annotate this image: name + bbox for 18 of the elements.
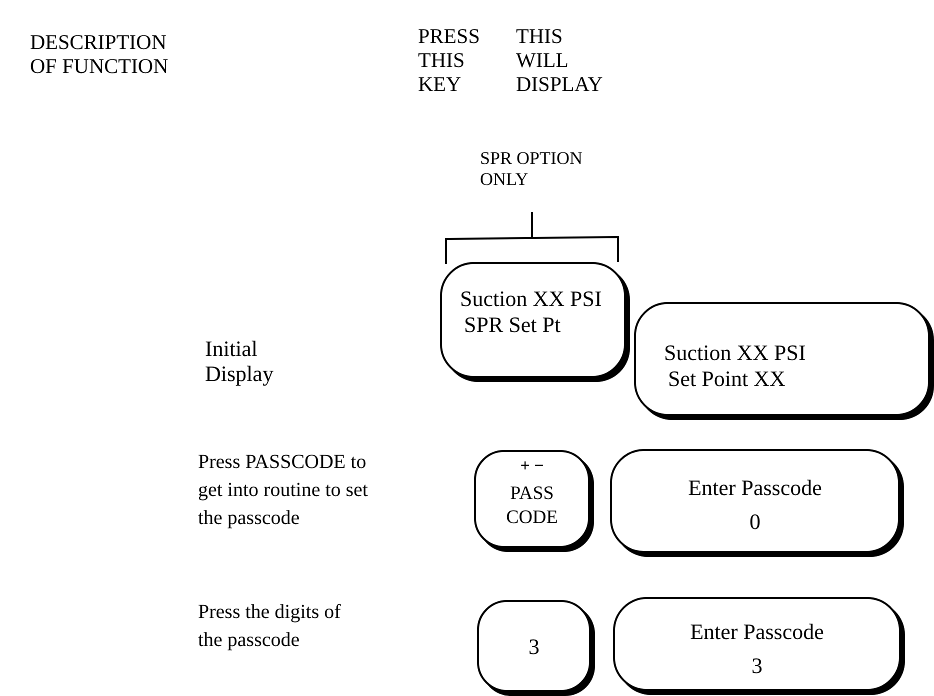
display-text: Enter Passcode — [689, 619, 825, 645]
key-label: + − — [519, 458, 545, 474]
column-heading: DESCRIPTION OF FUNCTION — [30, 30, 170, 78]
display-text: 3 — [750, 653, 764, 679]
display-text: Suction XX PSI — [460, 286, 603, 312]
display-text: Enter Passcode — [687, 475, 823, 501]
display-text: 0 — [748, 509, 762, 535]
key-label: 3 — [528, 634, 540, 660]
description-text: Press PASSCODE to get into routine to set the passcode — [198, 450, 369, 531]
description-text: Initial Display — [205, 336, 274, 387]
column-heading: THIS WILL DISPLAY — [516, 24, 604, 96]
note-text: SPR OPTION ONLY — [480, 148, 584, 190]
display-text: Suction XX PSI — [664, 340, 807, 366]
description-text: Press the digits of the passcode — [198, 600, 342, 653]
key-label: PASS CODE — [505, 482, 559, 530]
column-heading: PRESS THIS KEY — [418, 24, 481, 96]
display-text: Set Point XX — [667, 366, 786, 392]
display-text: SPR Set Pt — [463, 312, 562, 338]
